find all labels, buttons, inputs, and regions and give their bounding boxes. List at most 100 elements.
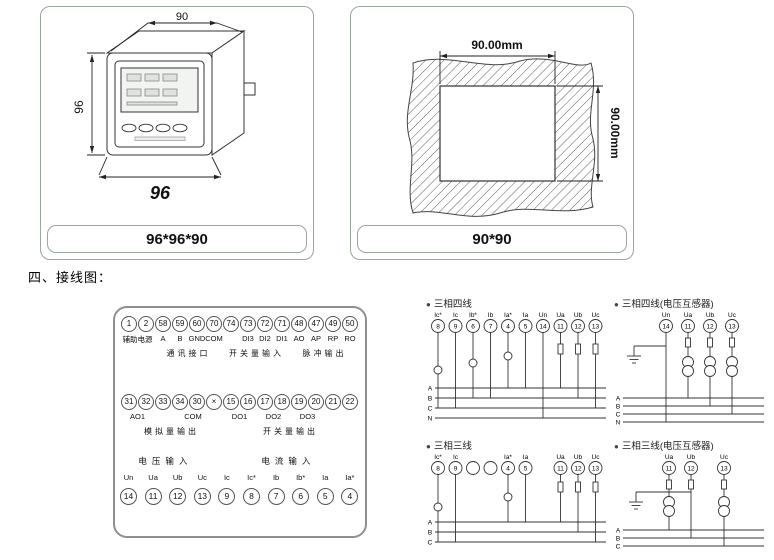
- header-current-input: 电流输入: [261, 456, 316, 466]
- ct-and-fuse-symbols: [431, 461, 603, 512]
- svg-text:C: C: [616, 412, 621, 419]
- terminal-circle: 21: [325, 394, 341, 410]
- terminal-circle: 50: [342, 316, 358, 332]
- svg-text:Ic*: Ic*: [434, 454, 442, 461]
- svg-text:Ia: Ia: [523, 454, 529, 461]
- diagram-title-wrap: ●三相四线: [426, 296, 472, 310]
- terminal-circle: 72: [257, 316, 273, 332]
- terminal-label: GND: [188, 334, 206, 343]
- bullet-icon: ●: [426, 300, 431, 309]
- svg-text:Ub: Ub: [687, 454, 696, 461]
- bus-labels: AB CN: [616, 396, 621, 427]
- group-label-di: 开关量输入: [229, 349, 284, 358]
- dim-width-label: 96: [150, 183, 171, 203]
- terminal-circle: 71: [274, 316, 290, 332]
- terminal-circle: 19: [291, 394, 307, 410]
- terminal-circle: 4: [341, 488, 359, 505]
- bus-labels: AB CN: [428, 386, 433, 423]
- svg-text:Ua: Ua: [556, 454, 565, 461]
- svg-text:Ic: Ic: [453, 454, 459, 461]
- terminal-circle: 33: [155, 394, 171, 410]
- terminal-label: AO: [293, 334, 305, 343]
- group-label-analog-out: 模拟量输出: [144, 427, 199, 436]
- svg-text:11: 11: [557, 466, 564, 473]
- group-label-comm: 通讯接口: [166, 349, 211, 358]
- svg-text:11: 11: [557, 324, 564, 331]
- svg-text:N: N: [616, 420, 621, 427]
- panel-cutout-drawing: 90.00mm 90.00mm: [406, 38, 622, 217]
- terminal-label: AP: [310, 334, 322, 343]
- bullet-icon: ●: [426, 442, 431, 451]
- diagram-title-wrap: ●三相三线(电压互感器): [614, 438, 714, 452]
- terminal-label: Uc: [197, 473, 207, 482]
- terminal-label: DI3: [242, 334, 254, 343]
- svg-text:9: 9: [454, 466, 458, 473]
- diagram-title: 三相四线(电压互感器): [621, 299, 714, 310]
- terminal-circle: 59: [172, 316, 188, 332]
- bullet-icon: ●: [614, 300, 619, 309]
- terminal-label: DO1: [231, 412, 248, 421]
- svg-text:13: 13: [592, 466, 600, 473]
- dimension-lines: [87, 22, 243, 178]
- terminal-circle: 20: [308, 394, 324, 410]
- terminal-label: DO2: [265, 412, 282, 421]
- svg-text:13: 13: [728, 324, 736, 331]
- svg-text:9: 9: [454, 324, 458, 331]
- bus-labels: AB C: [616, 528, 621, 551]
- diagram-title: 三相四线: [433, 299, 472, 310]
- svg-text:Ic*: Ic*: [434, 312, 442, 319]
- dim-height-label: 96: [72, 100, 86, 114]
- svg-text:12: 12: [574, 324, 582, 331]
- terminal-circle: 14: [120, 488, 137, 505]
- terminal-circle: 2: [138, 316, 154, 332]
- pt-and-fuse-symbols: [662, 461, 731, 517]
- bus-labels: AB C: [428, 520, 433, 547]
- svg-text:Ia: Ia: [523, 312, 529, 319]
- terminal-label: B: [177, 334, 183, 343]
- svg-text:C: C: [428, 540, 433, 547]
- terminal-label: COM: [205, 334, 223, 343]
- terminal-circle: 32: [138, 394, 154, 410]
- terminal-circle: 74: [223, 316, 239, 332]
- cutout-width-label: 90.00mm: [471, 38, 522, 52]
- terminal-label: DO3: [299, 412, 316, 421]
- svg-text:4: 4: [506, 466, 510, 473]
- svg-text:A: A: [616, 396, 621, 403]
- terminal-label: Ua: [148, 473, 158, 482]
- terminal-label: Ib: [272, 473, 280, 482]
- diagram-title: 三相三线: [433, 441, 472, 452]
- svg-text:B: B: [428, 396, 432, 403]
- svg-text:Uc: Uc: [592, 312, 601, 319]
- terminal-label: AO1: [129, 412, 146, 421]
- front-buttons: [121, 123, 188, 141]
- group-label-switch-out: 开关量输出: [263, 427, 318, 436]
- svg-text:Uc: Uc: [592, 454, 601, 461]
- terminal-label: Un: [123, 473, 134, 482]
- terminal-circle: 60: [189, 316, 205, 332]
- pt-and-fuse-symbols: [659, 319, 739, 377]
- panel-caption: 90*90: [357, 225, 627, 253]
- panel-caption: 96*96*90: [47, 225, 307, 253]
- svg-text:Ub: Ub: [706, 312, 715, 319]
- device-outline-drawing: 90 96 96: [72, 11, 256, 203]
- svg-text:C: C: [616, 544, 621, 551]
- terminal-circle: 13: [193, 488, 211, 505]
- terminal-label: Ic*: [247, 473, 256, 482]
- svg-text:14: 14: [662, 324, 670, 331]
- svg-text:Un: Un: [539, 312, 548, 319]
- terminal-label: 辅助电源: [122, 335, 153, 344]
- terminal-circle: 70: [206, 316, 222, 332]
- svg-text:5: 5: [524, 324, 528, 331]
- terminal-label: RO: [344, 334, 356, 343]
- svg-text:13: 13: [720, 466, 728, 473]
- svg-text:12: 12: [706, 324, 714, 331]
- terminal-label: Ub: [172, 473, 183, 482]
- svg-text:Ua: Ua: [665, 454, 674, 461]
- terminal-circle: 18: [274, 394, 290, 410]
- unused-terminal-icon: ×: [206, 394, 222, 410]
